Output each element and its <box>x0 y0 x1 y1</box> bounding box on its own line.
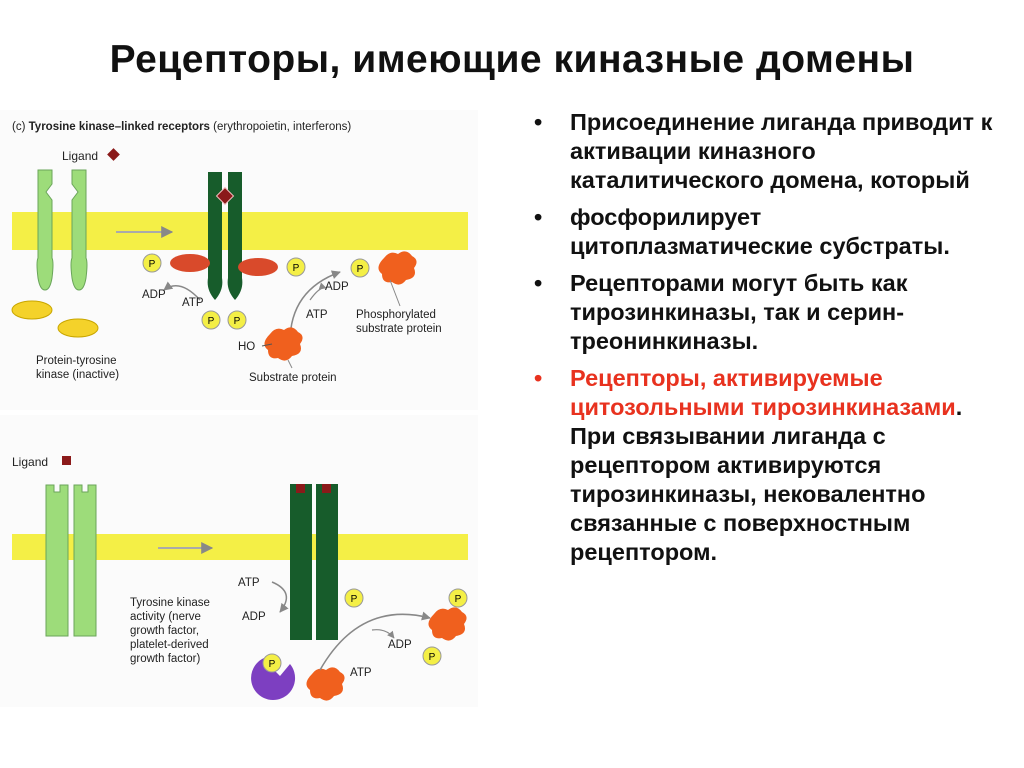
panel-c: (c) Tyrosine kinase–linked receptors (er… <box>0 110 478 410</box>
svg-text:P: P <box>429 652 436 663</box>
svg-text:kinase (inactive): kinase (inactive) <box>36 369 119 381</box>
inactive-kinase-icon <box>11 300 53 320</box>
bound-ligand-icon <box>296 484 305 493</box>
bullet-item: •Присоединение лиганда приводит к актива… <box>534 109 993 193</box>
phosphate-icon: P <box>201 310 221 330</box>
ligand-diamond-icon <box>107 148 120 161</box>
phosphate-icon: P <box>142 253 162 273</box>
svg-text:P: P <box>357 264 364 275</box>
active-kinase-icon <box>238 258 278 276</box>
active-receptor-left-2 <box>290 484 312 640</box>
svg-text:ATP: ATP <box>238 577 260 589</box>
cytosolic-kinase-icon <box>251 658 296 701</box>
bullet-text: Рецепторами могут быть как тирозинкиназы… <box>570 270 908 354</box>
bullet-text: . При связывании лиганда с рецептором ак… <box>570 394 963 565</box>
svg-text:growth factor): growth factor) <box>130 653 200 665</box>
ligand-square-icon <box>62 456 71 465</box>
phosphate-icon: P <box>448 588 468 608</box>
svg-text:P: P <box>149 259 156 270</box>
bullet-item: •фосфорилирует цитоплазматические субстр… <box>534 204 950 259</box>
bullet-text: фосфорилирует цитоплазматические субстра… <box>570 204 950 259</box>
phosphorylated-substrate-icon <box>428 607 467 641</box>
svg-text:P: P <box>269 659 276 670</box>
phosphate-icon: P <box>262 653 282 673</box>
bullet-highlight: Рецепторы, активируемые цитозольными тир… <box>570 365 956 420</box>
svg-text:platelet-derived: platelet-derived <box>130 639 209 651</box>
svg-text:activity (nerve: activity (nerve <box>130 611 201 623</box>
svg-text:Protein-tyrosine: Protein-tyrosine <box>36 355 117 367</box>
phosphate-icon: P <box>350 258 370 278</box>
inactive-receptor-left-2 <box>45 484 69 637</box>
phosphorylated-substrate-icon <box>378 251 417 285</box>
svg-text:growth factor,: growth factor, <box>130 625 199 637</box>
bullet-item: •Рецепторами могут быть как тирозинкиназ… <box>534 270 908 354</box>
bullet-list: •Присоединение лиганда приводит к актива… <box>532 108 1002 575</box>
bound-ligand-icon <box>322 484 331 493</box>
svg-text:ATP: ATP <box>350 667 372 679</box>
svg-text:P: P <box>293 263 300 274</box>
ligand-label-c: Ligand <box>62 149 98 163</box>
svg-text:P: P <box>455 594 462 605</box>
svg-text:ATP: ATP <box>306 309 328 321</box>
svg-text:P: P <box>234 316 241 327</box>
svg-text:HO: HO <box>238 341 255 353</box>
phosphate-icon: P <box>422 646 442 666</box>
svg-text:ADP: ADP <box>242 611 266 623</box>
phosphate-icon: P <box>227 310 247 330</box>
panel-2: Ligand ATP ADP Tyrosine kinase activity … <box>0 415 478 707</box>
svg-text:P: P <box>351 594 358 605</box>
phosphate-icon: P <box>344 588 364 608</box>
bullet-text: Присоединение лиганда приводит к активац… <box>570 109 993 193</box>
active-receptor-right-2 <box>316 484 338 640</box>
inactive-receptor-left <box>36 169 54 291</box>
svg-text:Tyrosine kinase: Tyrosine kinase <box>130 597 210 609</box>
ligand-label-2: Ligand <box>12 455 48 469</box>
svg-text:P: P <box>208 316 215 327</box>
inactive-kinase-icon <box>57 318 99 338</box>
svg-text:ADP: ADP <box>142 289 166 301</box>
active-receptor-right <box>227 172 243 300</box>
panel-c-heading: (c) Tyrosine kinase–linked receptors (er… <box>12 121 351 133</box>
svg-text:ADP: ADP <box>388 639 412 651</box>
svg-text:substrate protein: substrate protein <box>356 323 442 335</box>
slide-title: Рецепторы, имеющие киназные домены <box>109 38 915 81</box>
bullet-item: •Рецепторы, активируемые цитозольными ти… <box>534 365 963 565</box>
svg-text:Substrate protein: Substrate protein <box>249 372 337 384</box>
active-receptor-left <box>207 172 223 300</box>
substrate-protein-icon <box>306 667 345 701</box>
bound-ligand-icon <box>215 186 235 206</box>
receptor-diagram: (c) Tyrosine kinase–linked receptors (er… <box>0 110 478 707</box>
svg-text:Phosphorylated: Phosphorylated <box>356 309 436 321</box>
inactive-receptor-right <box>70 169 88 291</box>
substrate-protein-icon <box>264 327 303 361</box>
svg-text:ATP: ATP <box>182 297 204 309</box>
inactive-receptor-right-2 <box>73 484 97 637</box>
active-kinase-icon <box>170 254 210 272</box>
phosphate-icon: P <box>286 257 306 277</box>
svg-text:ADP: ADP <box>325 281 349 293</box>
